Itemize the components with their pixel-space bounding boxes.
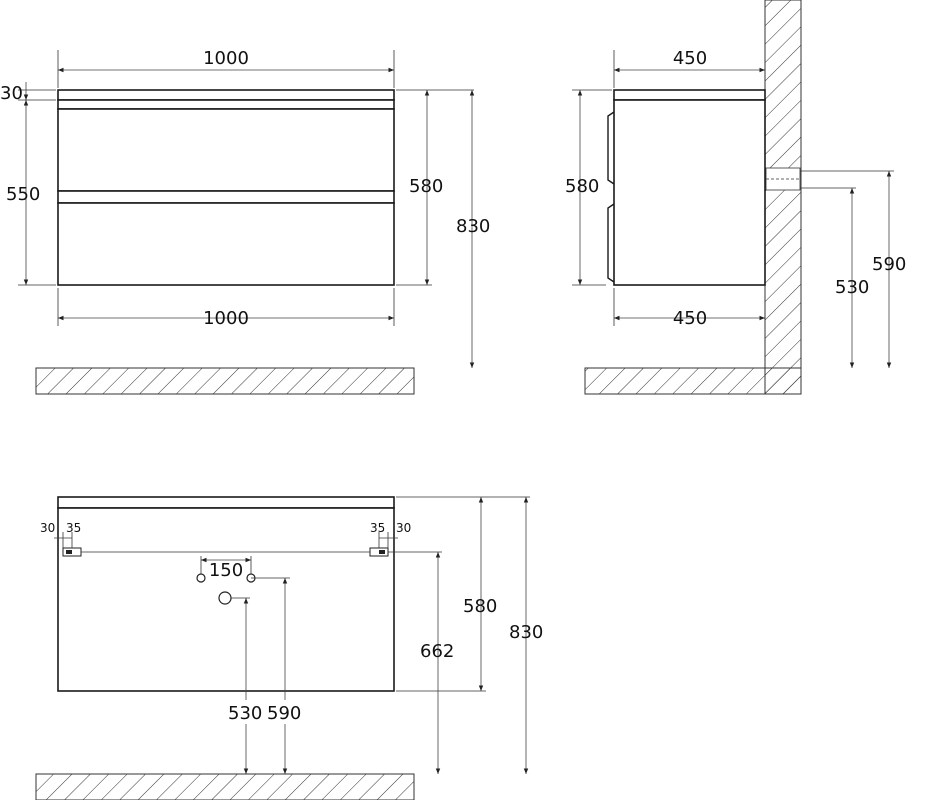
front-width-bottom-label: 1000 — [203, 308, 249, 329]
side-cabinet — [613, 99, 766, 286]
front-countertop — [57, 89, 395, 101]
floor-hatch-front — [35, 367, 415, 395]
front-drawer-gap — [57, 190, 395, 204]
back-edge-right-label: 30 — [396, 521, 411, 535]
front-upper-drawer — [57, 108, 395, 192]
side-countertop — [613, 89, 766, 101]
side-view: 450 450 580 590 530 — [565, 0, 906, 395]
front-top-thickness-label: 30 — [0, 83, 23, 104]
front-cabinet-height-label: 580 — [409, 176, 443, 197]
side-depth-bottom-label: 450 — [673, 308, 707, 329]
side-mount-590-label: 590 — [872, 254, 906, 275]
back-countertop — [57, 496, 395, 509]
back-bracket-height-label: 662 — [420, 641, 454, 662]
back-bracket-left-label: 35 — [66, 521, 81, 535]
front-width-top-label: 1000 — [203, 48, 249, 69]
back-total-height-label: 830 — [509, 622, 543, 643]
back-bracket-right-label: 35 — [370, 521, 385, 535]
back-pipe-530-label: 530 — [228, 703, 262, 724]
side-lower-handle — [607, 203, 615, 283]
front-total-height-label: 830 — [456, 216, 490, 237]
drain-hole — [218, 591, 232, 605]
front-lower-drawer — [57, 202, 395, 286]
back-pipe-590-label: 590 — [267, 703, 301, 724]
side-mount-530-label: 530 — [835, 277, 869, 298]
side-upper-handle — [607, 111, 615, 185]
wall-hatch-side — [764, 0, 802, 395]
front-top-strip — [57, 99, 395, 110]
side-cabinet-height-label: 580 — [565, 176, 599, 197]
floor-hatch-back — [35, 773, 415, 800]
front-body-height-label: 550 — [6, 184, 40, 205]
back-hole-spacing-label: 150 — [209, 560, 243, 581]
back-edge-left-label: 30 — [40, 521, 55, 535]
front-view: 1000 1000 30 550 580 830 — [0, 48, 490, 395]
back-cabinet-height-label: 580 — [463, 596, 497, 617]
hole-left — [196, 573, 206, 583]
side-depth-top-label: 450 — [673, 48, 707, 69]
back-view: 30 35 35 30 150 530 590 662 580 830 — [35, 496, 543, 800]
